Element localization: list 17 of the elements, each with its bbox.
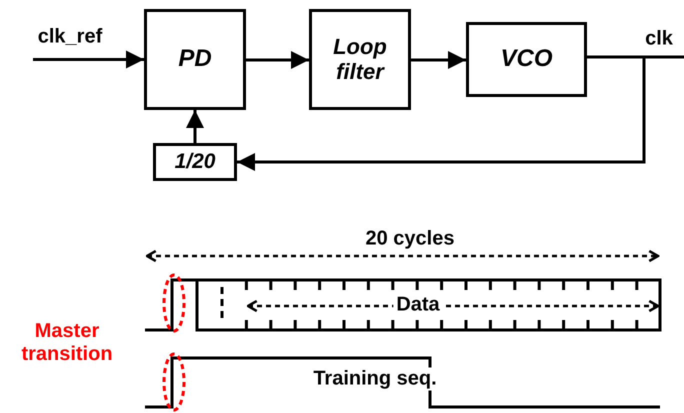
block-label: Loop filter <box>332 35 388 84</box>
annotation-text: Master transition <box>20 320 114 366</box>
block-label: PD <box>178 46 212 73</box>
arrow <box>246 51 309 69</box>
arrow <box>186 110 204 143</box>
arrow <box>411 51 466 69</box>
block-label: 1/20 <box>174 150 216 174</box>
block-label: VCO <box>500 46 552 73</box>
block-box <box>466 22 587 97</box>
arrow <box>33 50 144 68</box>
signal-name: clk <box>645 28 673 50</box>
arrow <box>237 56 646 171</box>
block-box <box>153 143 237 181</box>
timing-label: 20 cycles <box>364 228 456 250</box>
block-box <box>144 9 246 110</box>
signal-name: clk_ref <box>38 26 102 48</box>
block-box <box>309 9 411 110</box>
